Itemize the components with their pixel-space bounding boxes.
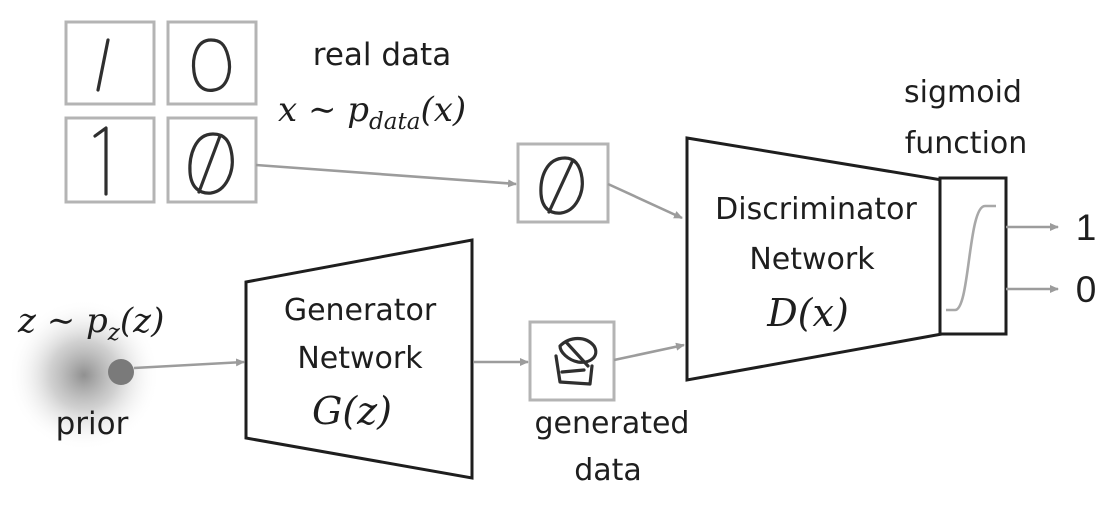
output-one-label: 1 <box>1076 207 1097 248</box>
sigmoid-label-line2: function <box>905 126 1028 161</box>
prior-label: prior <box>56 406 129 442</box>
selected-real-sample <box>516 142 610 224</box>
generator-function: G(z) <box>312 389 392 433</box>
prior-sample-dot <box>108 359 134 385</box>
real-data-formula: x ∼ pdata(x) <box>278 90 466 135</box>
sigmoid-label-line1: sigmoid <box>904 75 1022 110</box>
output-zero-label: 0 <box>1076 269 1097 310</box>
generated-sample <box>528 320 616 402</box>
svg-text:x ∼ pdata(x): x ∼ pdata(x) <box>278 90 466 135</box>
generator-network: Generator Network G(z) <box>244 238 474 480</box>
arrow-real-to-discriminator <box>607 182 683 220</box>
generator-title: Generator <box>284 293 437 328</box>
discriminator-title: Discriminator <box>715 192 917 227</box>
prior-formula: z ∼ pz(z) <box>17 301 164 346</box>
arrow-real-to-sample <box>255 163 517 188</box>
svg-text:z ∼ pz(z): z ∼ pz(z) <box>17 301 164 346</box>
discriminator-function: D(x) <box>766 291 849 335</box>
digit-thumbnail-0 <box>166 20 258 106</box>
digit-thumbnail-1b <box>64 116 156 204</box>
sigmoid-curve-icon <box>946 204 996 312</box>
generated-label-line2: data <box>574 453 642 488</box>
prior-distribution <box>8 299 160 451</box>
real-data-label: real data <box>313 37 451 73</box>
arrow-prior-to-generator <box>133 358 245 370</box>
arrow-generated-to-discriminator <box>613 342 685 362</box>
digit-thumbnail-1 <box>64 20 156 106</box>
discriminator-subtitle: Network <box>749 242 875 277</box>
discriminator-network: Discriminator Network D(x) <box>685 136 944 382</box>
generated-label-line1: generated <box>535 406 690 441</box>
sigmoid-function-box <box>938 176 1008 336</box>
generator-subtitle: Network <box>297 341 423 376</box>
real-data-samples <box>64 20 258 204</box>
digit-thumbnail-0b <box>166 116 258 204</box>
